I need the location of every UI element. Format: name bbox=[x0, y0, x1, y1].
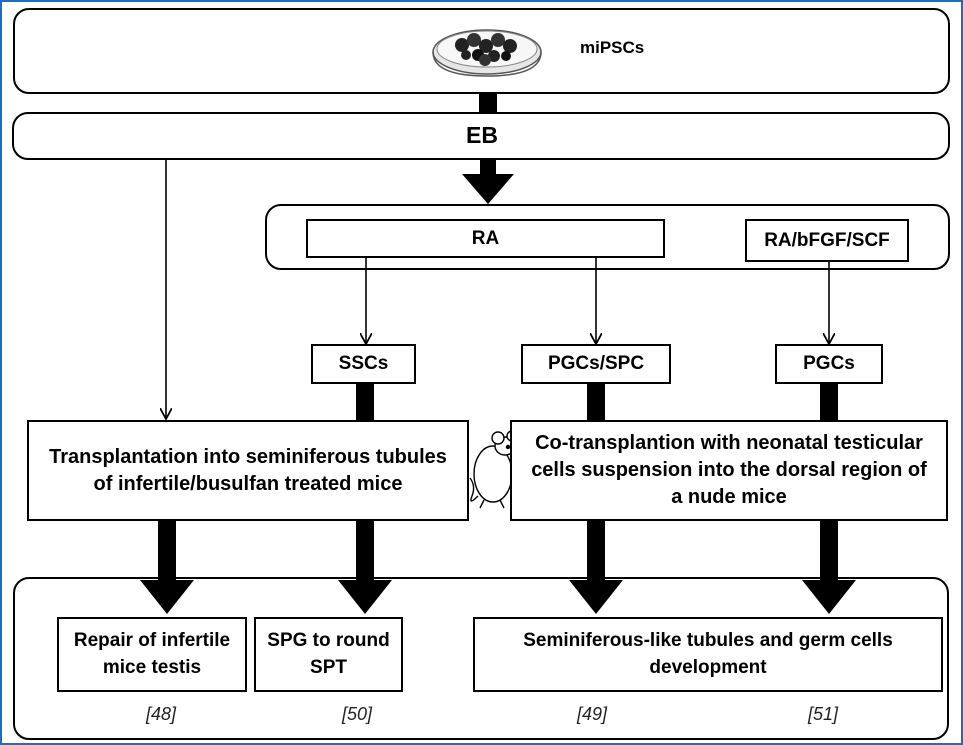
ssc-box: SSCs bbox=[311, 344, 416, 384]
transplant-box: Transplantation into seminiferous tubule… bbox=[27, 420, 469, 521]
arrow-eb-treatment bbox=[462, 158, 514, 204]
pgc-spc-box: PGCs/SPC bbox=[521, 344, 671, 384]
arrow-cotransplant-tubules-left bbox=[569, 520, 623, 614]
eb-label: EB bbox=[466, 122, 498, 148]
petri-dish-icon bbox=[432, 29, 542, 77]
ref-tubules-left: [49] bbox=[577, 704, 608, 724]
arrow-pgcs-cotransplant bbox=[820, 384, 838, 420]
outcome-repair-box: Repair of infertile mice testis bbox=[57, 617, 247, 692]
outcome-spg-box: SPG to round SPT bbox=[254, 617, 403, 692]
arrow-transplant-spg bbox=[338, 520, 392, 614]
eb-panel bbox=[12, 112, 950, 160]
arrow-pgcspc-cotransplant bbox=[587, 384, 605, 420]
cotransplant-box: Co-transplantion with neonatal testicula… bbox=[510, 420, 948, 521]
arrow-mipscs-eb bbox=[479, 92, 497, 112]
arrow-transplant-repair bbox=[140, 520, 194, 614]
ra-factors-box: RA/bFGF/SCF bbox=[745, 219, 909, 262]
arrow-cotransplant-tubules-right bbox=[802, 520, 856, 614]
arrow-ssc-transplant bbox=[356, 384, 374, 420]
outcome-tubules-box: Seminiferous-like tubules and germ cells… bbox=[473, 617, 943, 692]
ref-spg: [50] bbox=[342, 704, 373, 724]
mipscs-label: miPSCs bbox=[580, 38, 645, 57]
ref-repair: [48] bbox=[146, 704, 177, 724]
ref-tubules-right: [51] bbox=[808, 704, 839, 724]
ra-box: RA bbox=[306, 219, 665, 258]
pgcs-box: PGCs bbox=[775, 344, 883, 384]
